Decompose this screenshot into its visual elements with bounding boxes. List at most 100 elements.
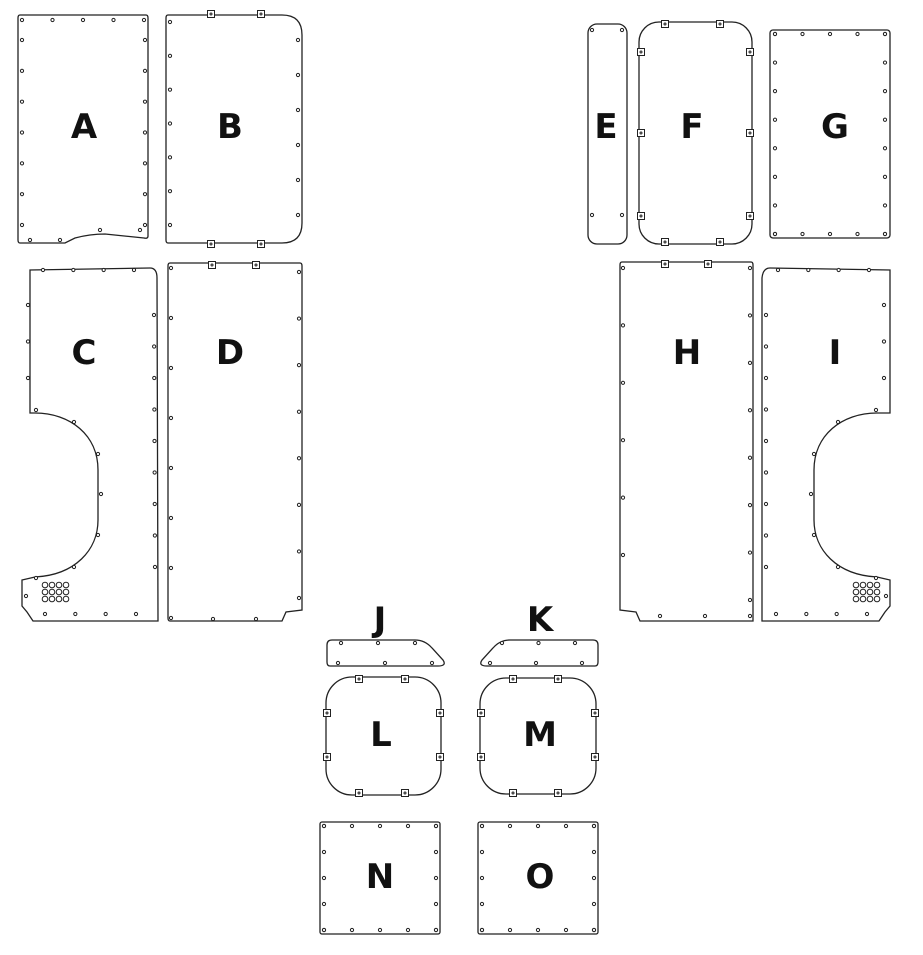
- mounting-hole: [142, 130, 148, 135]
- panel-d: [167, 262, 303, 622]
- mounting-hole: [748, 131, 752, 135]
- mounting-hole: [55, 595, 63, 603]
- mounting-hole: [639, 50, 643, 54]
- mounting-hole: [210, 616, 216, 622]
- mounting-hole: [325, 711, 329, 715]
- mounting-hole: [859, 581, 867, 589]
- mounting-hole: [639, 131, 643, 135]
- mounting-hole: [866, 588, 874, 596]
- mounting-hole: [168, 265, 174, 271]
- mounting-hole: [536, 640, 541, 646]
- mounting-hole: [168, 615, 174, 621]
- mounting-hole: [142, 192, 148, 197]
- mounting-hole: [321, 927, 327, 933]
- mounting-hole: [167, 189, 173, 194]
- mounting-hole: [772, 231, 778, 237]
- mounting-hole: [772, 117, 778, 122]
- label-n: N: [366, 857, 394, 897]
- mounting-hole: [133, 611, 139, 617]
- mounting-hole: [763, 407, 769, 412]
- mounting-hole: [438, 711, 442, 715]
- mounting-hole: [873, 581, 881, 589]
- mounting-hole: [763, 564, 769, 570]
- mounting-hole: [747, 408, 753, 413]
- mounting-hole: [55, 588, 63, 596]
- mounting-hole: [835, 419, 841, 425]
- mounting-hole: [593, 711, 597, 715]
- panel-e: [587, 23, 628, 245]
- mounting-hole: [152, 438, 157, 444]
- panel-n: [319, 821, 441, 935]
- mounting-hole: [80, 17, 86, 23]
- mounting-hole: [619, 212, 625, 218]
- mounting-hole: [811, 532, 817, 538]
- mounting-hole: [772, 203, 778, 208]
- mounting-hole: [19, 17, 25, 23]
- mounting-hole: [882, 89, 888, 94]
- mounting-hole: [748, 50, 752, 54]
- mounting-hole: [321, 823, 327, 829]
- panel-a: [17, 14, 149, 244]
- mounting-hole: [137, 227, 143, 233]
- mounting-hole: [209, 12, 213, 16]
- mounting-hole: [800, 31, 805, 37]
- mounting-hole: [95, 532, 101, 538]
- mounting-hole: [882, 146, 888, 151]
- mounting-hole: [433, 901, 439, 907]
- mounting-hole: [772, 174, 778, 179]
- mounting-hole: [589, 27, 595, 33]
- mounting-hole: [718, 22, 722, 26]
- mounting-hole: [619, 27, 625, 33]
- mounting-hole: [511, 677, 515, 681]
- mounting-hole: [479, 927, 485, 933]
- mounting-hole: [620, 438, 626, 443]
- mounting-hole: [254, 263, 258, 267]
- mounting-hole: [639, 214, 643, 218]
- mounting-hole: [747, 360, 753, 365]
- mounting-hole: [859, 588, 867, 596]
- mounting-hole: [772, 31, 778, 37]
- mounting-hole: [507, 823, 513, 829]
- mounting-hole: [357, 677, 361, 681]
- mounting-hole: [800, 231, 805, 237]
- mounting-hole: [882, 231, 888, 237]
- mounting-hole: [142, 161, 148, 166]
- panel-c: [21, 267, 159, 622]
- mounting-hole: [827, 31, 833, 37]
- label-b: B: [217, 107, 243, 147]
- mounting-hole: [563, 927, 569, 933]
- mounting-hole: [377, 927, 383, 933]
- mounting-hole: [852, 581, 860, 589]
- mounting-hole: [806, 267, 811, 273]
- mounting-hole: [210, 263, 214, 267]
- mounting-hole: [97, 227, 103, 233]
- mounting-hole: [772, 89, 778, 94]
- mounting-hole: [852, 588, 860, 596]
- mounting-hole: [763, 470, 769, 475]
- mounting-hole: [873, 588, 881, 596]
- mounting-hole: [556, 677, 560, 681]
- mounting-hole: [479, 823, 485, 829]
- mounting-hole: [479, 875, 485, 881]
- label-d: D: [216, 333, 244, 373]
- mounting-hole: [50, 17, 55, 23]
- mounting-hole: [167, 155, 173, 160]
- mounting-hole: [71, 267, 76, 273]
- mounting-hole: [563, 823, 569, 829]
- mounting-hole: [882, 31, 888, 37]
- mounting-hole: [41, 595, 49, 603]
- mounting-hole: [41, 581, 49, 589]
- mounting-hole: [763, 533, 769, 538]
- mounting-hole: [663, 262, 667, 266]
- mounting-hole: [620, 495, 626, 500]
- mounting-hole: [499, 640, 505, 646]
- mounting-hole: [62, 595, 70, 603]
- mounting-hole: [836, 267, 841, 273]
- mounting-hole: [433, 927, 439, 933]
- mounting-hole: [718, 240, 722, 244]
- mounting-hole: [48, 595, 56, 603]
- mounting-hole: [556, 791, 560, 795]
- mounting-hole: [349, 823, 355, 829]
- mounting-hole: [773, 611, 779, 617]
- panel-g: [769, 29, 891, 239]
